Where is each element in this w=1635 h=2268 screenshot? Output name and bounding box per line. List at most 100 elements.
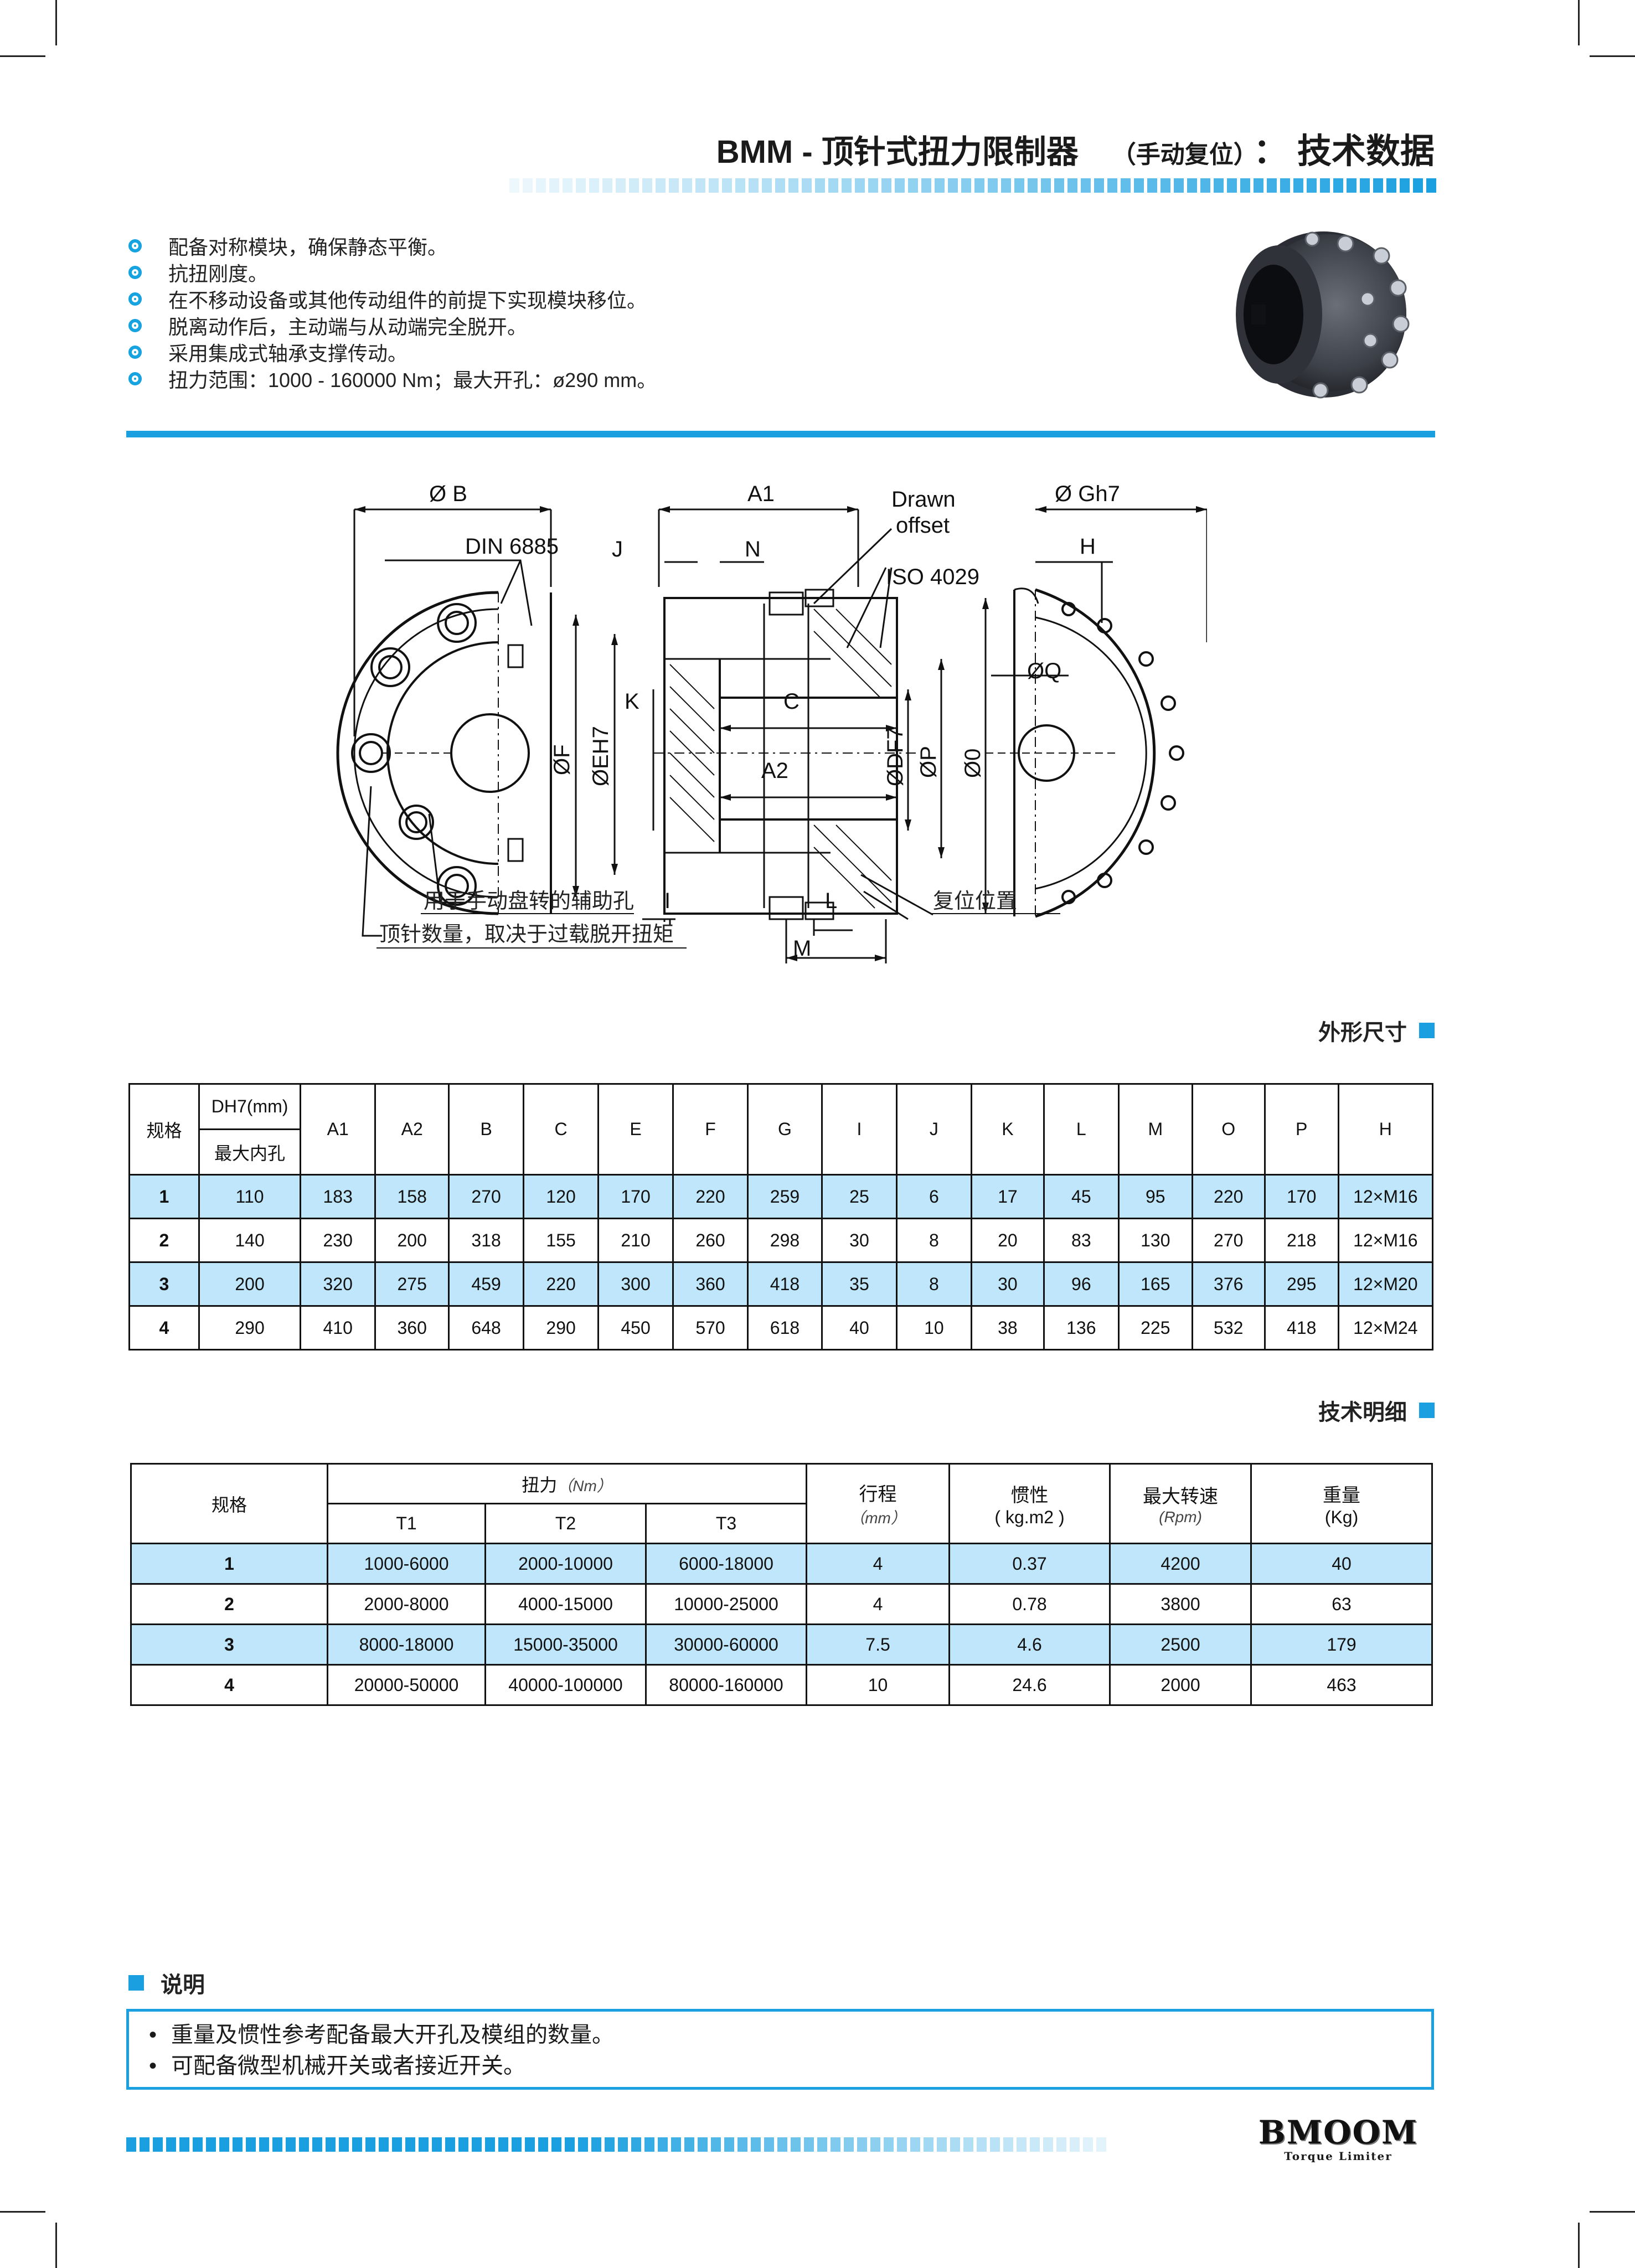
bar-dot (551, 2137, 561, 2152)
bar-dot (1227, 178, 1237, 193)
bar-dot (935, 178, 945, 193)
col-header-stroke: 行程（mm） (806, 1463, 951, 1544)
bar-dot (1413, 178, 1423, 193)
bar-dot (817, 2137, 827, 2152)
feature-item: 在不移动设备或其他传动组件的前提下实现模块移位。 (128, 286, 657, 312)
bar-dot (432, 2137, 442, 2152)
bar-dot (631, 2137, 641, 2152)
bar-dot (921, 178, 931, 193)
bar-dot (735, 178, 745, 193)
bar-dot (642, 178, 652, 193)
bar-dot (1056, 2137, 1066, 2152)
bar-dot (1373, 178, 1383, 193)
bar-dot (1426, 178, 1436, 193)
note-item: 重量及惯性参考配备最大开孔及模组的数量。 (149, 2019, 1431, 2050)
bar-dot (1293, 178, 1303, 193)
bar-dot (379, 2137, 389, 2152)
heading-square-icon (128, 1975, 144, 1991)
label-din: DIN 6885 (465, 534, 559, 559)
bar-dot (246, 2137, 256, 2152)
dimensions-heading: 外形尺寸 (1318, 1014, 1435, 1047)
bar-dot (1320, 178, 1330, 193)
bar-dot (1333, 178, 1343, 193)
bar-dot (1214, 178, 1224, 193)
callout-pins: 顶针数量，取决于过载脱开扭矩 (379, 922, 674, 946)
bar-dot (974, 178, 984, 193)
bar-dot (1028, 178, 1038, 193)
bar-dot (1083, 2137, 1093, 2152)
bar-dot (153, 2137, 163, 2152)
bar-dot (1070, 2137, 1080, 2152)
bar-dot (445, 2137, 455, 2152)
bullet-icon (128, 346, 142, 359)
bar-dot (485, 2137, 495, 2152)
tech-heading: 技术明细 (1318, 1394, 1435, 1426)
brand-logo: BMOOM Torque Limiter (1258, 2114, 1419, 2163)
bar-dot (299, 2137, 309, 2152)
bullet-icon (128, 319, 142, 332)
bar-dot (711, 2137, 721, 2152)
bar-dot (961, 178, 971, 193)
bar-dot (563, 178, 572, 193)
bar-dot (179, 2137, 189, 2152)
bar-dot (737, 2137, 747, 2152)
bar-dot (842, 178, 852, 193)
bar-dot (895, 178, 905, 193)
bar-dot (576, 178, 586, 193)
title-main: BMM - 顶针式扭力限制器 (716, 134, 1079, 170)
bar-dot (804, 2137, 814, 2152)
dim-label-H: H (1080, 534, 1096, 559)
bar-dot (525, 2137, 535, 2152)
bar-dot (339, 2137, 349, 2152)
bar-dot (762, 178, 772, 193)
bar-dot (828, 178, 838, 193)
dim-label-D: ØDF7 (883, 727, 907, 786)
bar-dot (698, 2137, 708, 2152)
bar-dot (671, 2137, 681, 2152)
bar-dot (1200, 178, 1210, 193)
bar-dot (749, 178, 759, 193)
notes-box: 重量及惯性参考配备最大开孔及模组的数量。 可配备微型机械开关或者接近开关。 (126, 2009, 1434, 2090)
bar-dot (1107, 178, 1117, 193)
bar-dot (206, 2137, 216, 2152)
bar-dot (788, 178, 798, 193)
bar-dot (751, 2137, 761, 2152)
crop-mark (1590, 55, 1635, 57)
bar-dot (1187, 178, 1197, 193)
header-dot-bar (509, 178, 1436, 193)
col-header-weight: 重量(Kg) (1250, 1463, 1433, 1544)
bar-dot (126, 2137, 136, 2152)
feature-item: 扭力范围：1000 - 160000 Nm；最大开孔：ø290 mm。 (128, 365, 657, 392)
bar-dot (272, 2137, 282, 2152)
dim-label-C: C (783, 689, 800, 714)
bar-dot (656, 178, 666, 193)
bar-dot (472, 2137, 482, 2152)
bar-dot (1094, 178, 1104, 193)
bar-dot (855, 178, 865, 193)
dim-label-Q: ØQ (1027, 659, 1061, 683)
bar-dot (764, 2137, 774, 2152)
bar-dot (1014, 178, 1024, 193)
feature-item: 脱离动作后，主动端与从动端完全脱开。 (128, 312, 657, 339)
bar-dot (166, 2137, 176, 2152)
label-drawn: Drawn (891, 487, 956, 512)
bullet-icon (128, 239, 142, 252)
dim-label-E: ØEH7 (589, 726, 613, 786)
tech-table: 规格 扭力（Nm） 行程（mm） 惯性( kg.m2 ) 最大转速(Rpm) 重… (130, 1463, 1433, 1706)
bar-dot (924, 2137, 933, 2152)
dim-label-M: M (793, 936, 811, 961)
bar-dot (1017, 2137, 1027, 2152)
callout-aux-hole: 用于手动盘转的辅助孔 (424, 889, 634, 913)
feature-item: 抗扭刚度。 (128, 259, 657, 286)
bar-dot (724, 2137, 734, 2152)
bar-dot (1347, 178, 1357, 193)
label-offset: offset (896, 513, 950, 538)
footer-dot-bar (126, 2137, 1106, 2152)
bar-dot (1081, 178, 1091, 193)
bar-dot (1054, 178, 1064, 193)
bar-dot (1041, 178, 1051, 193)
feature-item: 配备对称模块，确保静态平衡。 (128, 233, 657, 259)
